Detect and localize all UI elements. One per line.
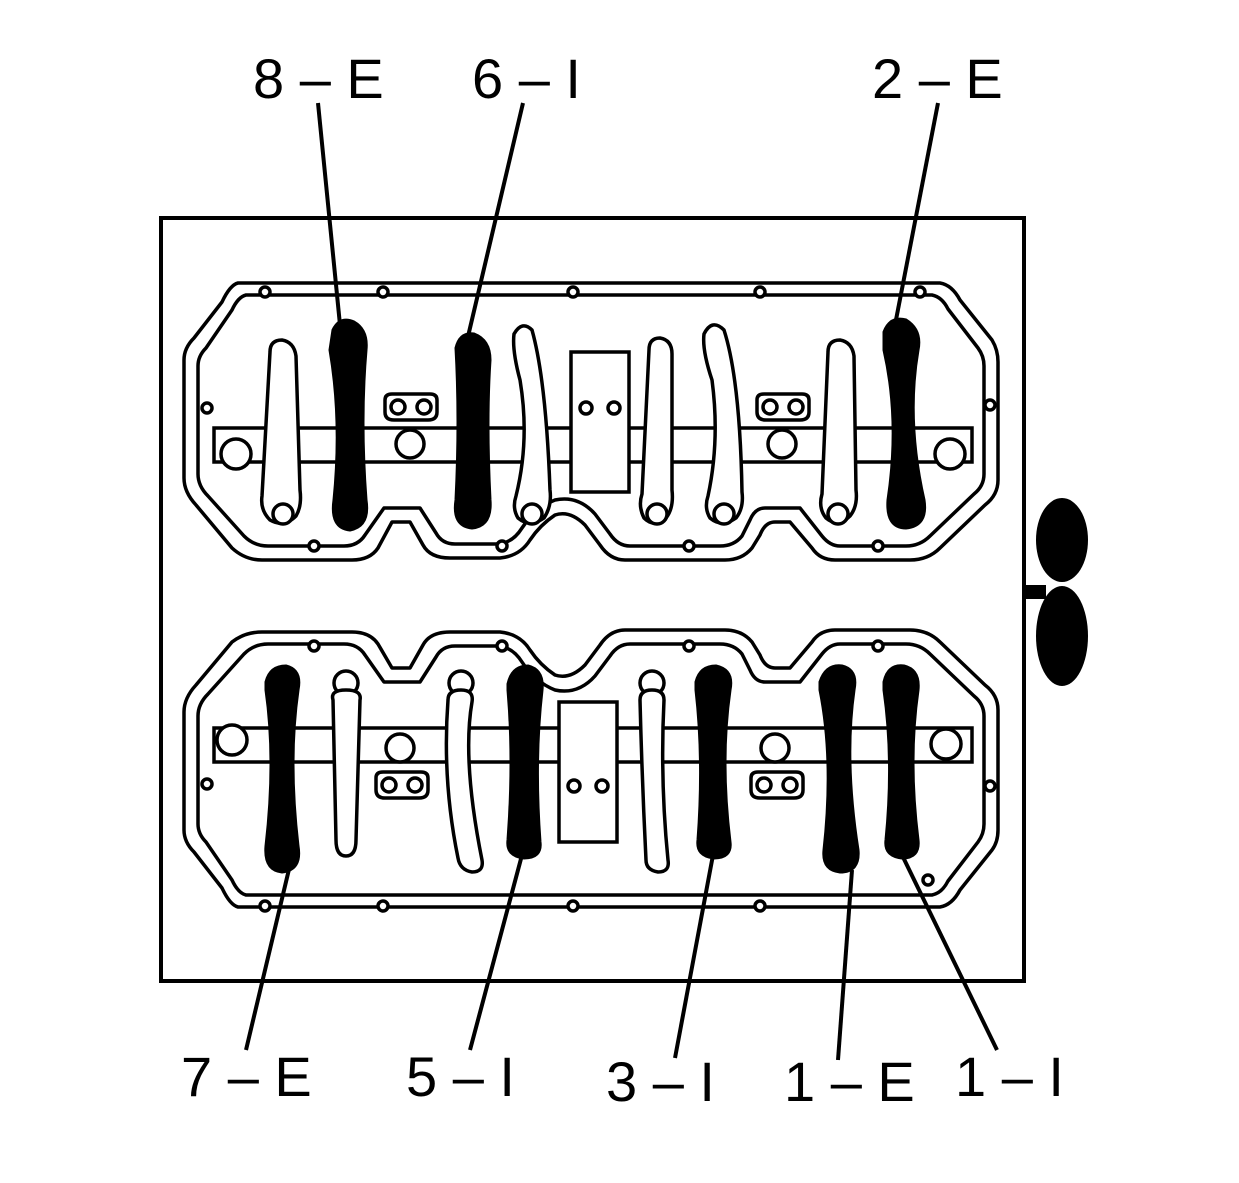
leader-line-3i (673, 854, 715, 1059)
callout-label-1e: 1 – E (784, 1050, 915, 1113)
leader-line-2e (893, 102, 940, 326)
bottom-cylinder-head (182, 628, 1000, 913)
leader-line-7e (244, 864, 292, 1051)
front-pulley (1024, 498, 1088, 686)
leader-line-6i (464, 102, 525, 346)
callout-label-5i: 5 – I (406, 1045, 515, 1108)
leader-line-1e (836, 869, 854, 1061)
leader-line-8e (316, 102, 342, 326)
top-cylinder-head (182, 281, 1000, 562)
callout-label-8e: 8 – E (253, 47, 384, 110)
callout-label-1i: 1 – I (955, 1045, 1064, 1108)
engine-block-outline (159, 216, 1026, 983)
callout-label-7e: 7 – E (181, 1045, 312, 1108)
callout-label-3i: 3 – I (606, 1050, 715, 1113)
callout-label-2e: 2 – E (872, 47, 1003, 110)
callout-label-6i: 6 – I (472, 47, 581, 110)
leader-line-1i (900, 854, 999, 1051)
leader-line-5i (468, 854, 524, 1051)
